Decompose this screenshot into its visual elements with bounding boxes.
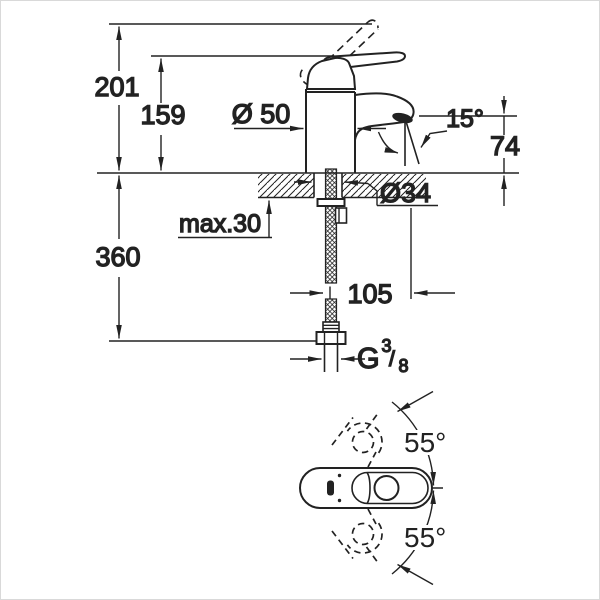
dimension-g38: G 3 / 8 bbox=[290, 335, 409, 377]
dimension-15deg: 15° bbox=[377, 104, 485, 154]
dim-dia50-label: Ø 50 bbox=[232, 99, 291, 129]
dim-55deg-bottom-label: 55° bbox=[404, 522, 446, 553]
dim-105-label: 105 bbox=[347, 279, 392, 309]
swivel-circle-top bbox=[351, 430, 375, 454]
base-outline bbox=[299, 467, 433, 509]
dim-15deg-label: 15° bbox=[446, 105, 484, 133]
thread-numerator: 3 bbox=[382, 336, 392, 356]
dimension-max30: max.30 bbox=[178, 200, 272, 239]
hose-ferrule bbox=[322, 321, 340, 333]
water-stream bbox=[404, 122, 420, 166]
deck-hatch-left bbox=[258, 174, 314, 197]
dimension-105: 105 bbox=[290, 278, 455, 310]
dimension-dia34: Ø34 bbox=[294, 177, 438, 299]
aerator bbox=[392, 112, 413, 124]
dim-dia34-label: Ø34 bbox=[380, 178, 431, 208]
counter-cross-section bbox=[97, 172, 519, 199]
faucet-side-view bbox=[305, 51, 420, 173]
dimension-74: 74 bbox=[489, 96, 521, 206]
swivel-circle-bottom bbox=[351, 522, 375, 546]
swivel-dashed-positions bbox=[331, 412, 383, 564]
dim-74-label: 74 bbox=[490, 131, 520, 161]
mounting-clip bbox=[334, 207, 348, 224]
dim-159-label: 159 bbox=[140, 100, 185, 130]
dimension-201: 201 bbox=[94, 26, 140, 171]
thread-denominator: 8 bbox=[399, 356, 409, 376]
thread-letter: G bbox=[357, 343, 380, 375]
label-mask-bottom bbox=[402, 525, 449, 550]
dim-360-label: 360 bbox=[95, 242, 140, 272]
body-column bbox=[305, 88, 356, 173]
index-dot-bottom bbox=[337, 498, 342, 503]
dim-201-label: 201 bbox=[94, 72, 139, 102]
base-divider bbox=[366, 472, 371, 504]
deck-hatch-right bbox=[342, 174, 426, 197]
connection-tube bbox=[323, 344, 339, 372]
faucet-top-view: 55° 55° bbox=[299, 390, 449, 586]
dimension-dia50: Ø 50 bbox=[231, 98, 386, 132]
thread-slash: / bbox=[389, 348, 395, 371]
reference-lines bbox=[109, 23, 517, 342]
dimension-360: 360 bbox=[95, 175, 141, 339]
mounting-washer bbox=[316, 198, 346, 207]
label-mask-top bbox=[402, 430, 449, 455]
index-dot-top bbox=[337, 473, 342, 478]
dim-55deg-top-label: 55° bbox=[404, 427, 446, 458]
outlet-slot bbox=[327, 480, 334, 496]
threaded-shank bbox=[324, 168, 338, 284]
dimension-159: 159 bbox=[140, 58, 186, 171]
dim-max30-label: max.30 bbox=[179, 210, 261, 238]
handle-base bbox=[305, 56, 357, 90]
base-inner-outline bbox=[351, 471, 429, 505]
hex-connector-nut bbox=[315, 331, 347, 345]
below-deck-assembly bbox=[315, 168, 348, 372]
cartridge-circle bbox=[373, 475, 400, 501]
flex-hose-braid bbox=[324, 298, 338, 323]
